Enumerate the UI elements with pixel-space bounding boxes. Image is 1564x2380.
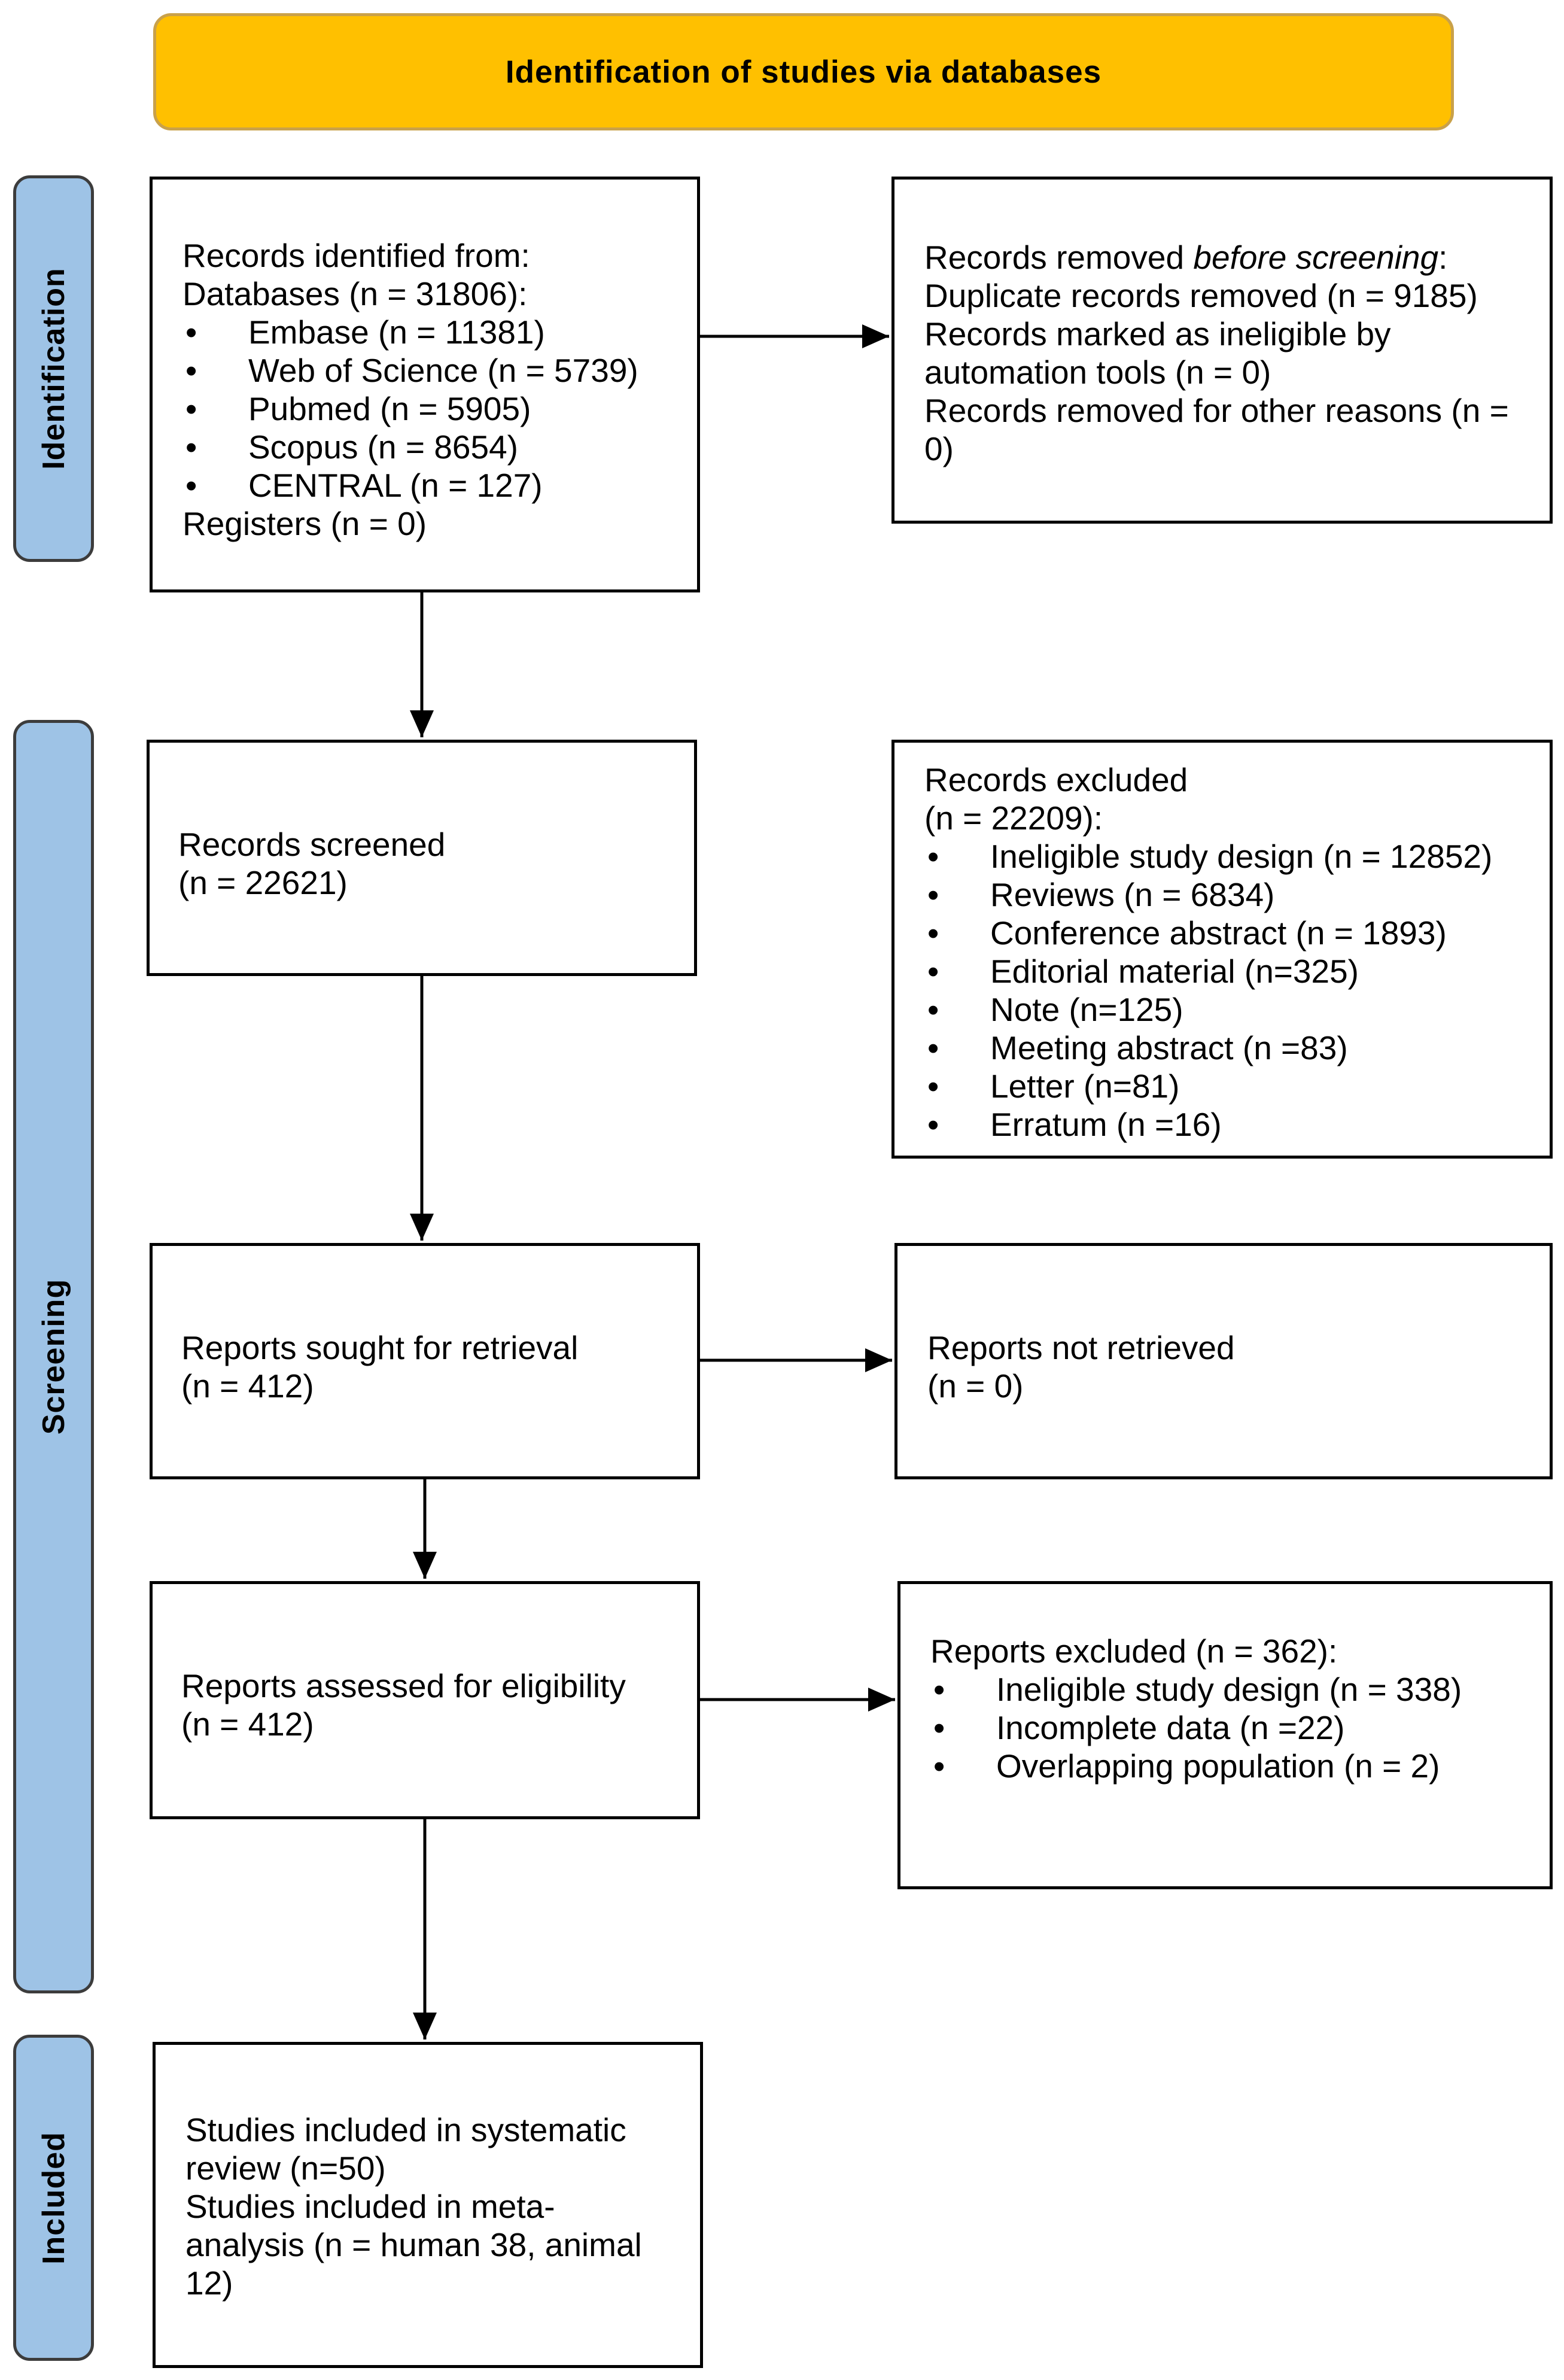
studies-included-line: review (n=50) [185, 2150, 386, 2187]
excluded-reason-item: •Note (n=125) [927, 991, 1183, 1028]
records-screened-box: Records screened (n = 22621) [147, 740, 697, 976]
records-removed-line: Duplicate records removed (n = 9185) [924, 277, 1478, 314]
records-screened-label: Records screened [178, 826, 446, 863]
phase-identification-bar: Identification [13, 175, 94, 562]
phase-included-bar: Included [13, 2035, 94, 2361]
reports-assessed-count: (n = 412) [181, 1706, 314, 1743]
excluded-reason-item: •Ineligible study design (n = 12852) [927, 838, 1493, 875]
excluded-reason-item: •Letter (n=81) [927, 1068, 1180, 1105]
excluded-reason-item: •Reviews (n = 6834) [927, 876, 1275, 913]
excluded-reason-item: •Meeting abstract (n =83) [927, 1029, 1348, 1066]
records-removed-line: Records removed for other reasons (n = [924, 392, 1509, 429]
records-excluded-box: Records excluded (n = 22209): •Ineligibl… [891, 740, 1553, 1159]
excluded-reason-item: •Erratum (n =16) [927, 1106, 1222, 1143]
studies-included-line: 12) [185, 2265, 233, 2302]
records-excluded-list: •Ineligible study design (n = 12852) •Re… [924, 837, 1550, 1144]
records-removed-line: 0) [924, 430, 954, 467]
reports-not-retrieved-count: (n = 0) [927, 1367, 1024, 1405]
reports-assessed-label: Reports assessed for eligibility [181, 1667, 626, 1704]
reports-excluded-box: Reports excluded (n = 362): •Ineligible … [897, 1581, 1553, 1889]
reports-sought-box: Reports sought for retrieval (n = 412) [150, 1243, 700, 1479]
database-item: •CENTRAL (n = 127) [185, 467, 543, 504]
studies-included-box: Studies included in systematic review (n… [153, 2042, 703, 2368]
header-banner: Identification of studies via databases [153, 13, 1454, 130]
studies-included-line: Studies included in meta- [185, 2188, 555, 2225]
reports-excluded-list: •Ineligible study design (n = 338) •Inco… [930, 1670, 1550, 1785]
reports-sought-label: Reports sought for retrieval [181, 1329, 579, 1366]
database-item: •Scopus (n = 8654) [185, 428, 518, 466]
excluded-report-item: •Overlapping population (n = 2) [933, 1747, 1440, 1785]
excluded-reason-item: •Editorial material (n=325) [927, 953, 1359, 990]
excluded-reason-item: •Conference abstract (n = 1893) [927, 914, 1447, 952]
records-removed-line: automation tools (n = 0) [924, 354, 1271, 391]
reports-assessed-box: Reports assessed for eligibility (n = 41… [150, 1581, 700, 1819]
database-list: •Embase (n = 11381) •Web of Science (n =… [182, 313, 697, 504]
studies-included-line: analysis (n = human 38, animal [185, 2226, 642, 2263]
records-removed-heading: Records removed before screening: [924, 239, 1448, 276]
phase-included-label: Included [36, 2131, 71, 2265]
excluded-report-item: •Incomplete data (n =22) [933, 1709, 1345, 1746]
reports-sought-count: (n = 412) [181, 1367, 314, 1405]
records-identified-box: Records identified from: Databases (n = … [150, 177, 700, 592]
phase-identification-label: Identification [36, 268, 71, 470]
reports-not-retrieved-label: Reports not retrieved [927, 1329, 1235, 1366]
records-excluded-count: (n = 22209): [924, 800, 1103, 837]
records-screened-count: (n = 22621) [178, 864, 348, 901]
database-item: •Embase (n = 11381) [185, 314, 545, 351]
database-item: •Web of Science (n = 5739) [185, 352, 638, 389]
studies-included-line: Studies included in systematic [185, 2111, 626, 2148]
records-identified-heading: Records identified from: [182, 237, 530, 274]
reports-not-retrieved-box: Reports not retrieved (n = 0) [894, 1243, 1553, 1479]
records-excluded-heading: Records excluded [924, 761, 1188, 798]
registers-count: Registers (n = 0) [182, 505, 427, 542]
phase-screening-bar: Screening [13, 720, 94, 1993]
reports-excluded-heading: Reports excluded (n = 362): [930, 1633, 1338, 1670]
records-removed-box: Records removed before screening: Duplic… [891, 177, 1553, 524]
phase-screening-label: Screening [36, 1278, 71, 1435]
database-item: •Pubmed (n = 5905) [185, 390, 531, 427]
excluded-report-item: •Ineligible study design (n = 338) [933, 1671, 1462, 1708]
records-removed-line: Records marked as ineligible by [924, 315, 1391, 352]
header-title: Identification of studies via databases [505, 54, 1102, 90]
databases-total: Databases (n = 31806): [182, 275, 528, 312]
